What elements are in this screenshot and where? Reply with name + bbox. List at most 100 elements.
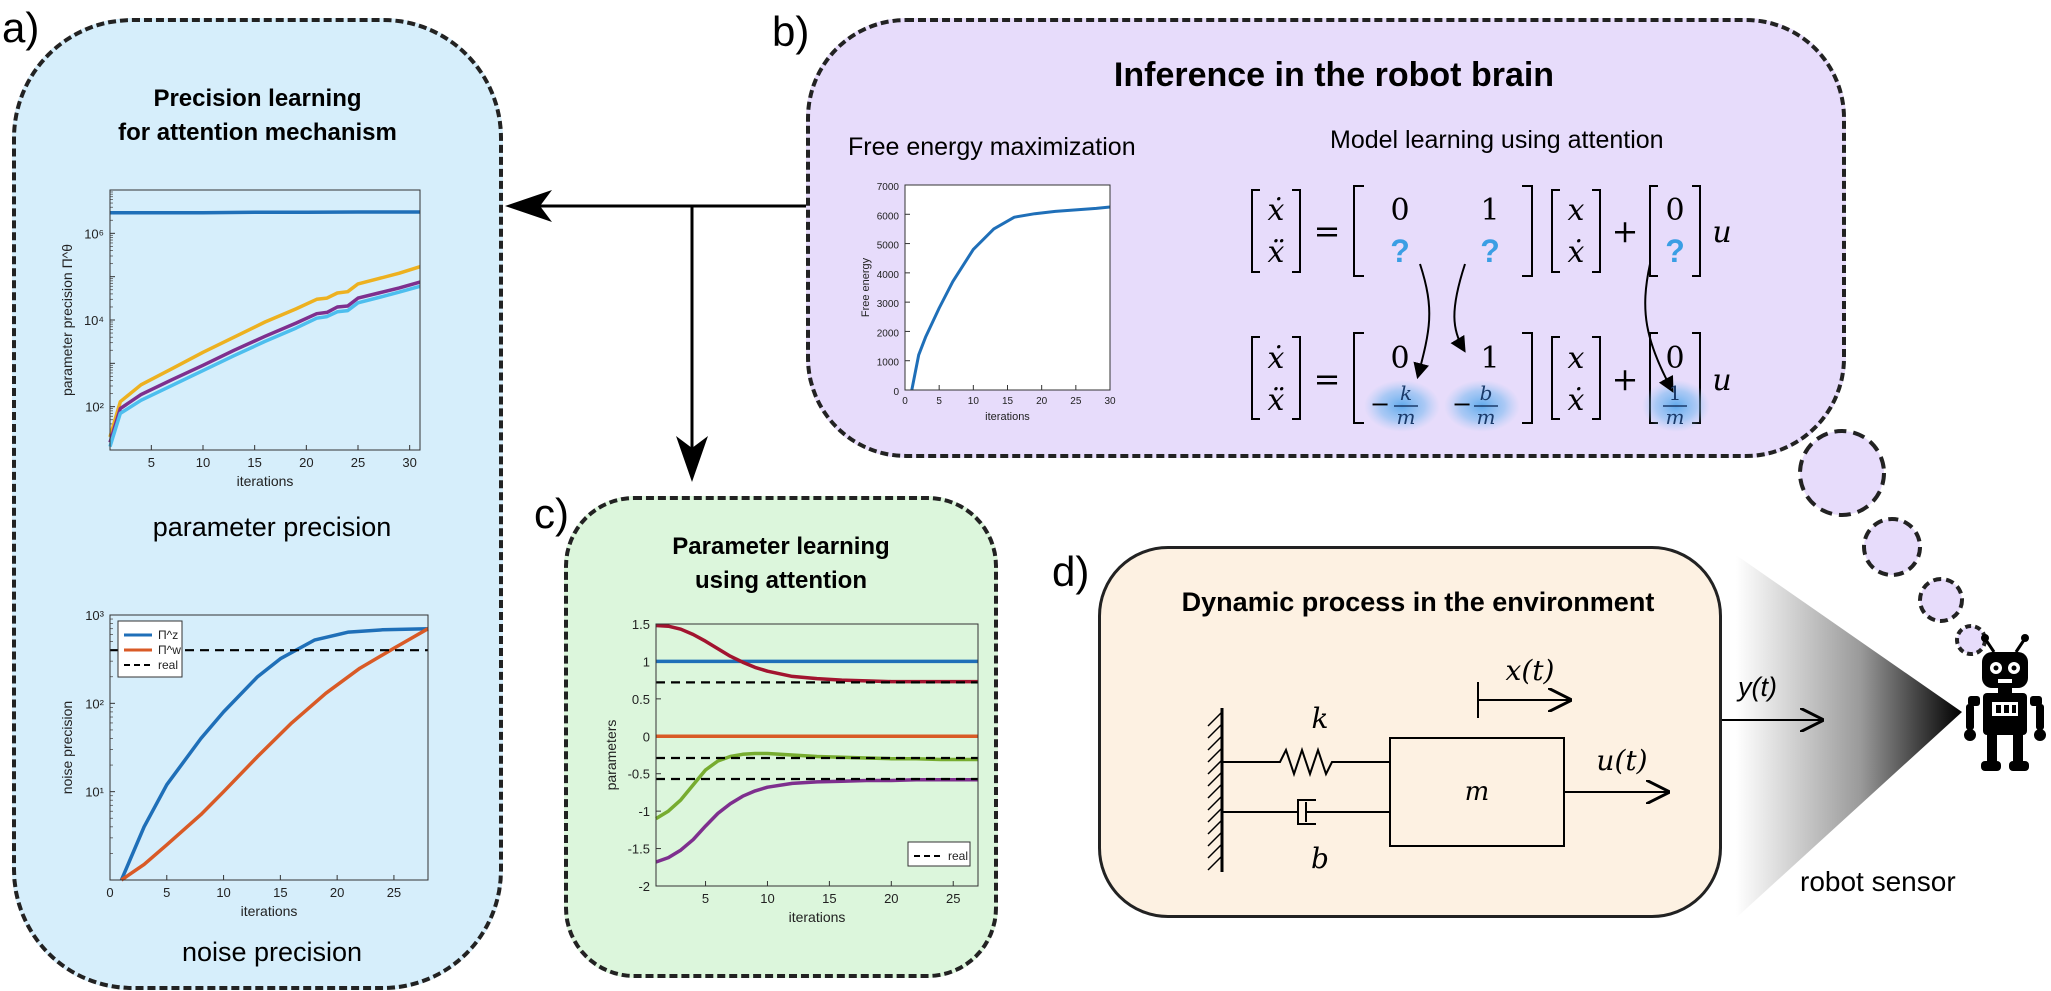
eq-bot-u: u (1712, 363, 1731, 398)
frac-1-num: 1 (1669, 381, 1682, 405)
legend-label: real (158, 658, 178, 672)
x-tick-label: 15 (1002, 396, 1014, 407)
legend-box (907, 841, 971, 867)
panel-b-letter: b) (772, 8, 810, 55)
x-tick-label: 10 (968, 396, 980, 407)
x-tick-label: 20 (884, 891, 898, 906)
noise-precision-caption: noise precision (181, 937, 363, 967)
eq-bot-equals: = (1314, 360, 1341, 398)
series-line (655, 623, 978, 684)
y-tick-label: 1 (643, 654, 650, 669)
x-tick-label: 10 (216, 885, 230, 900)
arrow-to-panel-c (676, 436, 708, 482)
panel-c-title: Parameter learning using attention (564, 530, 998, 598)
y-tick-label: -0.5 (628, 767, 650, 782)
plot-frame (109, 614, 429, 881)
frac-1-den: m (1666, 405, 1685, 429)
robot-sensor-label: robot sensor (1800, 866, 1956, 897)
eq-top-u: u (1712, 215, 1731, 250)
x-tick-label: 15 (822, 891, 836, 906)
y-tick-label: 10¹ (85, 785, 104, 800)
y-tick-label: 10⁴ (84, 313, 104, 328)
y-tick-label: 10² (85, 400, 104, 415)
legend-label: Π^w (158, 643, 181, 657)
eq-top-plus: + (1612, 212, 1639, 250)
mass-spring-damper-diagram: k b m x(t) u(t) (1207, 654, 1700, 875)
y-axis-label: parameters (603, 720, 619, 791)
panel-d-letter: d) (1052, 548, 1090, 595)
y-tick-label: 1000 (877, 358, 900, 369)
series-line (108, 284, 421, 448)
eq-top-b1: 0 (1665, 193, 1684, 228)
panel-d-title: Dynamic process in the environment (1181, 587, 1655, 617)
y-tick-label: 0.5 (632, 692, 650, 707)
x-tick-label: 30 (1104, 396, 1116, 407)
spring-label: k (1312, 702, 1329, 735)
series-line (110, 210, 420, 215)
eq-bot-b1: 0 (1665, 341, 1684, 376)
plot-area (110, 190, 420, 450)
y-axis-label: parameter precision Π^θ (60, 244, 75, 396)
plot-frame (904, 184, 1111, 391)
panel-b-title: Inference in the robot brain (1113, 56, 1555, 94)
y-tick-label: 5000 (877, 241, 900, 252)
state-space-equations: ẋ ẍ = 0 1 ? ? x ẋ + 0 ? u ẋ ẍ = 0 1 − k … (1251, 185, 1732, 432)
input-label: u(t) (1596, 744, 1647, 777)
arrow-to-panel-a (505, 190, 552, 222)
series-line (910, 205, 1111, 391)
unknown-a22: ? (1480, 233, 1500, 269)
robot-icon (1964, 634, 2046, 771)
x-tick-label: 0 (106, 885, 113, 900)
spring (1222, 746, 1390, 778)
arrow-a22 (1450, 263, 1466, 353)
x-tick-label: 25 (946, 891, 960, 906)
panel-c-title-line1: Parameter learning (672, 533, 890, 560)
position-label: x(t) (1506, 654, 1555, 687)
x-tick-label: 5 (163, 885, 170, 900)
panel-c-letter: c) (534, 490, 569, 537)
frac-k-num: k (1400, 381, 1412, 405)
legend-label: real (948, 849, 968, 863)
x-tick-label: 15 (273, 885, 287, 900)
x-axis-label: iterations (237, 473, 294, 489)
x-axis-label: iterations (241, 903, 298, 919)
frac-b-num: b (1480, 381, 1493, 405)
y-tick-label: 10⁶ (84, 226, 104, 241)
sensor-output-label: y(t) (1738, 672, 1777, 702)
panel-c-title-line2: using attention (695, 567, 867, 594)
x-tick-label: 10 (196, 455, 210, 470)
eq-bot-lhs-1: ẋ (1268, 341, 1285, 376)
minus-sign: − (1370, 390, 1390, 418)
y-tick-label: 10³ (85, 608, 104, 623)
arrow-b2 (1644, 263, 1674, 393)
y-tick-label: 6000 (877, 211, 900, 222)
x-tick-label: 20 (299, 455, 313, 470)
x-axis-label: iterations (985, 411, 1030, 423)
frac-k-den: m (1397, 405, 1416, 429)
parameter-precision-caption: parameter precision (152, 512, 392, 542)
mass-label: m (1465, 777, 1490, 807)
y-tick-label: 10² (85, 696, 104, 711)
attention-arrows (512, 204, 806, 470)
y-axis-label: Free energy (860, 257, 872, 317)
series-line (655, 777, 978, 864)
y-tick-label: -1.5 (628, 842, 650, 857)
plot-frame (109, 189, 421, 451)
eq-bot-a12: 1 (1480, 341, 1499, 376)
damper (1222, 799, 1390, 825)
robot-sensor-cone (1736, 555, 1962, 918)
x-axis-label: iterations (789, 909, 846, 925)
eq-bot-a11: 0 (1390, 341, 1409, 376)
arrow-a21 (1413, 263, 1431, 380)
eq-bot-plus: + (1612, 360, 1639, 398)
x-tick-label: 15 (247, 455, 261, 470)
x-tick-label: 5 (702, 891, 709, 906)
y-tick-label: 3000 (877, 299, 900, 310)
eq-top-a11: 0 (1390, 193, 1409, 228)
x-tick-label: 25 (387, 885, 401, 900)
thought-bubble (1862, 517, 1922, 577)
x-tick-label: 20 (1036, 396, 1048, 407)
minus-sign: − (1452, 390, 1472, 418)
